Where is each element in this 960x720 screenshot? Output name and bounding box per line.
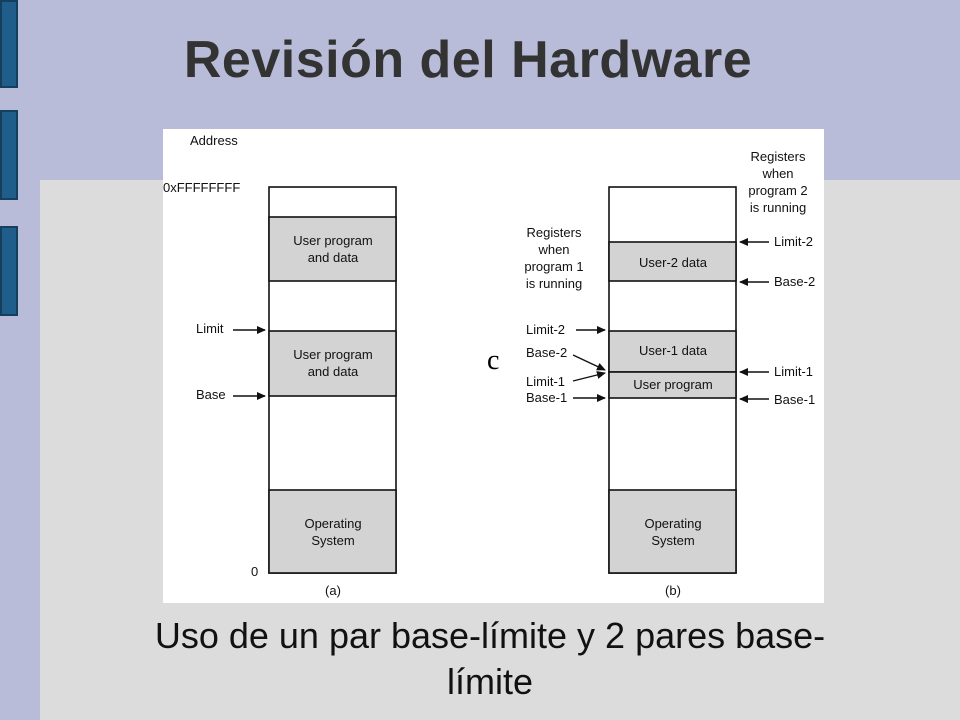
- sidebar-decoration: [0, 110, 18, 200]
- block-user-mid-line2: and data: [308, 364, 359, 379]
- top-address: 0xFFFFFFFF: [163, 180, 240, 195]
- sidebar-decoration: [0, 0, 18, 88]
- diagram-a: Address 0xFFFFFFFF User program and data…: [163, 133, 397, 598]
- address-header: Address: [190, 133, 238, 148]
- block-userprog-label: User program: [633, 377, 712, 392]
- caption-line-2: límite: [446, 661, 533, 702]
- stray-character: c: [487, 345, 500, 376]
- right-limit1: Limit-1: [774, 364, 813, 379]
- caption-b: (b): [665, 583, 681, 598]
- caption-line-1: Uso de un par base-límite y 2 pares base…: [154, 615, 826, 656]
- left-limit2: Limit-2: [526, 322, 565, 337]
- regs2-line2: when: [761, 166, 793, 181]
- label-limit: Limit: [196, 321, 224, 336]
- block-user-mid-line1: User program: [293, 347, 372, 362]
- right-limit2: Limit-2: [774, 234, 813, 249]
- block-os-a-line1: Operating: [304, 516, 361, 531]
- block-user-mid: [268, 330, 397, 397]
- block-user1-data: [608, 330, 737, 373]
- right-base1: Base-1: [774, 392, 815, 407]
- block-user-top-line2: and data: [308, 250, 359, 265]
- bottom-address: 0: [251, 564, 258, 579]
- arrow-left-limit1: [572, 371, 606, 382]
- sidebar-decoration: [0, 226, 18, 316]
- block-user-program: [608, 371, 737, 399]
- regs1-line3: program 1: [524, 259, 583, 274]
- block-user-top-line1: User program: [293, 233, 372, 248]
- block-user2-data: [608, 241, 737, 282]
- block-os-b-line1: Operating: [644, 516, 701, 531]
- block-user2-label: User-2 data: [639, 255, 708, 270]
- regs1-line2: when: [537, 242, 569, 257]
- label-base: Base: [196, 387, 226, 402]
- block-os-b: [608, 489, 737, 574]
- regs2-line1: Registers: [751, 149, 806, 164]
- caption-a: (a): [325, 583, 341, 598]
- block-os-a-line2: System: [311, 533, 354, 548]
- slide-title: Revisión del Hardware: [183, 31, 753, 89]
- block-os-a: [268, 489, 397, 574]
- block-os-b-line2: System: [651, 533, 694, 548]
- memory-diagram: Address 0xFFFFFFFF User program and data…: [163, 129, 824, 603]
- left-limit1: Limit-1: [526, 374, 565, 389]
- arrow-left-base2: [572, 354, 606, 371]
- left-base1: Base-1: [526, 390, 567, 405]
- left-base2: Base-2: [526, 345, 567, 360]
- regs2-line3: program 2: [748, 183, 807, 198]
- slide-caption: Uso de un par base-límite y 2 pares base…: [60, 613, 920, 705]
- diagram-b: Registers when program 2 is running Regi…: [524, 149, 815, 598]
- block-user1-label: User-1 data: [639, 343, 708, 358]
- regs2-line4: is running: [750, 200, 806, 215]
- regs1-line1: Registers: [527, 225, 582, 240]
- right-base2: Base-2: [774, 274, 815, 289]
- block-user-top: [268, 216, 397, 282]
- regs1-line4: is running: [526, 276, 582, 291]
